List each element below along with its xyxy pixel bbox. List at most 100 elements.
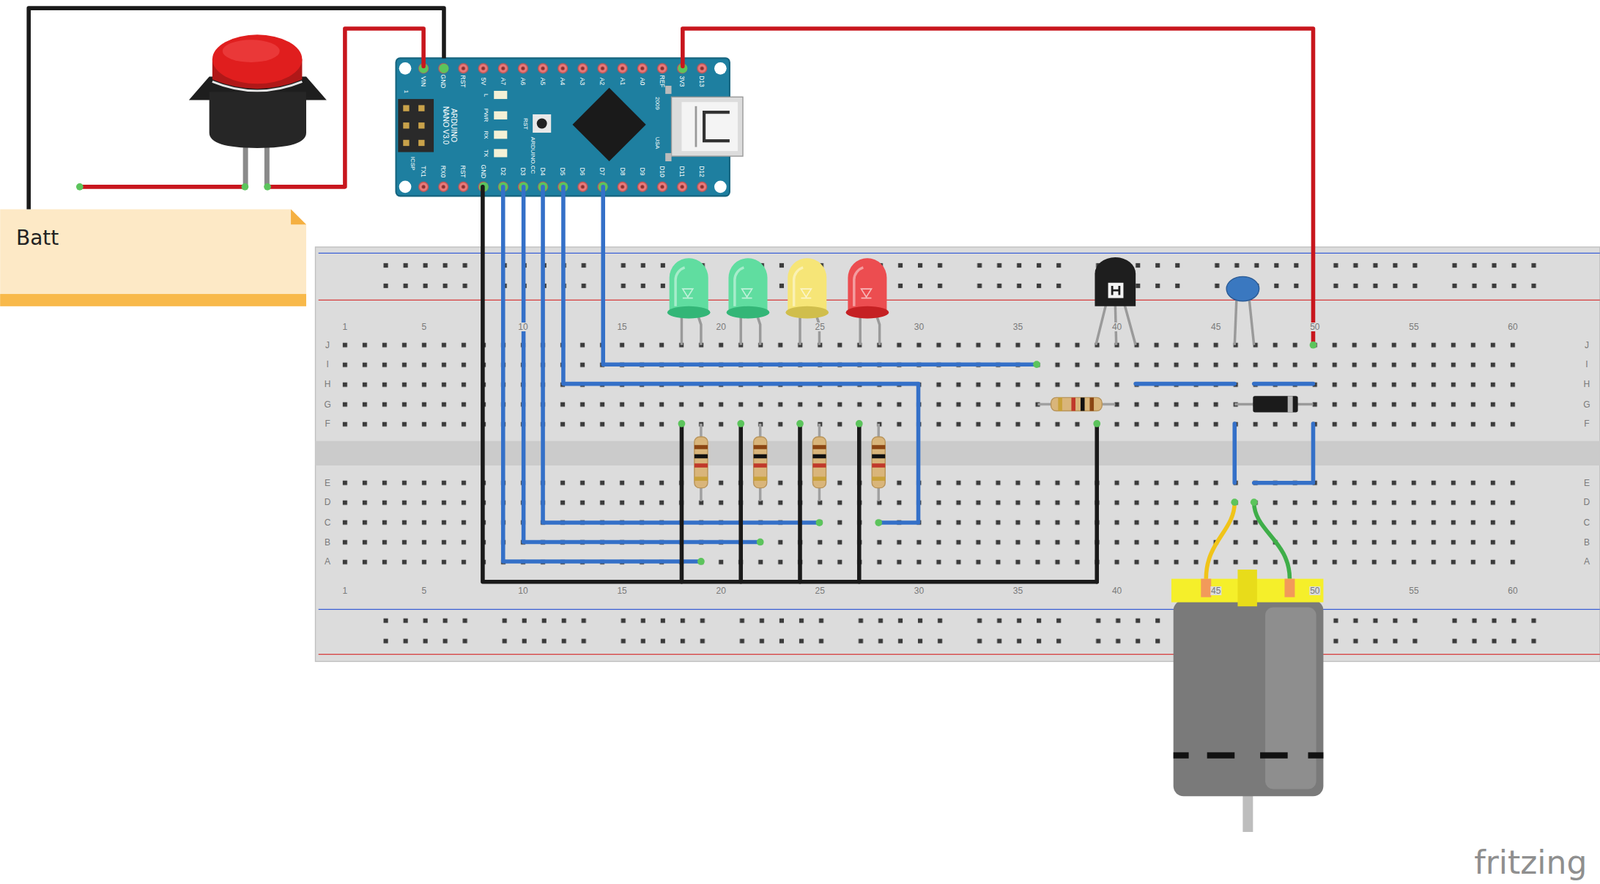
wire (1135, 381, 1235, 387)
dc-motor (1308, 751, 1324, 758)
battery-wire (28, 8, 444, 209)
board-label: RST (522, 117, 529, 130)
wire (267, 28, 424, 187)
pin-label: D6 (579, 167, 587, 176)
column-number: 30 (913, 586, 925, 595)
wire (738, 423, 743, 582)
resistor-symbol (871, 423, 885, 502)
transistor (1115, 304, 1116, 346)
push-button (222, 39, 280, 63)
wire-end (1093, 419, 1101, 428)
pin-label: D9 (639, 167, 647, 176)
transistor (1124, 304, 1136, 346)
column-number: 35 (1012, 586, 1024, 595)
board-label: PWR (482, 108, 489, 123)
arduino-board (399, 62, 412, 75)
wire-end (697, 557, 705, 565)
dc-motor (1265, 607, 1317, 790)
arduino-board (704, 112, 730, 141)
breadboard (318, 653, 1600, 655)
diode (1252, 395, 1298, 412)
dc-motor (1207, 751, 1236, 758)
column-number: 60 (1506, 586, 1518, 595)
transistor (1112, 285, 1120, 296)
row-letter: A (323, 556, 332, 566)
led (786, 257, 829, 345)
arduino-board (402, 104, 409, 111)
dc-motor (1260, 751, 1288, 758)
breadboard (334, 334, 1523, 434)
arduino-board (402, 122, 409, 129)
column-number: 40 (1111, 586, 1123, 595)
column-number: 40 (1111, 322, 1123, 332)
column-number: 45 (1210, 586, 1222, 595)
wire (1254, 381, 1314, 387)
arduino-board (714, 180, 727, 193)
column-number: 1 (341, 586, 348, 595)
resistor-symbol (812, 423, 826, 502)
column-number: 20 (715, 322, 727, 332)
board-label: 1 (402, 90, 409, 94)
arduino-board (665, 85, 672, 94)
wire (482, 186, 1097, 582)
board-label: ARDUINO.CC (529, 136, 536, 174)
transistor (1108, 282, 1124, 299)
arduino-board (572, 87, 646, 162)
column-number: 5 (421, 586, 428, 595)
row-letter: D (323, 497, 332, 507)
watermark: fritzing (1473, 846, 1587, 879)
arduino-board (493, 90, 507, 99)
wire (857, 423, 862, 582)
pin-label: RST (460, 75, 467, 88)
column-number: 25 (814, 322, 826, 332)
wire-end (76, 183, 1317, 565)
breadboard (315, 246, 1600, 661)
pin-label: D11 (679, 166, 686, 178)
capacitor (1226, 276, 1260, 301)
breadboard (315, 441, 1600, 466)
wire-end (736, 419, 745, 428)
column-number: 55 (1408, 586, 1420, 595)
pin-label: D5 (559, 167, 567, 176)
arduino-board (714, 62, 727, 75)
note-box: Batt (0, 209, 307, 307)
board-name: ARDUINO NANO V3.0 (441, 105, 458, 146)
wire (1232, 423, 1237, 483)
arduino-board (396, 57, 743, 197)
arduino-board (681, 101, 738, 151)
row-letter: B (1583, 537, 1591, 547)
pin-label: GND (479, 164, 487, 179)
board-label: 2009 (654, 96, 661, 110)
column-number: 15 (616, 586, 628, 595)
pin-label: D7 (599, 167, 606, 176)
pin-label: 3V3 (679, 76, 686, 88)
arduino-board (418, 122, 425, 129)
diode (1287, 395, 1294, 412)
wire-end (1250, 498, 1258, 506)
column-number: 15 (616, 322, 628, 332)
pin-label: 5V (479, 77, 487, 85)
wire-end (796, 419, 804, 428)
pin-label: A4 (559, 77, 567, 85)
arduino-nano: VINGNDRST5VA7A6A5A4A3A2A1A0REF3V3D13TX1R… (395, 57, 729, 196)
board-label: TX (482, 149, 489, 157)
capacitor (1249, 295, 1255, 346)
wire (79, 184, 246, 190)
wire (1254, 501, 1291, 579)
column-number: 50 (1309, 586, 1321, 595)
pin-label: TX1 (420, 165, 428, 178)
pin-label: D12 (698, 165, 706, 178)
row-letter: H (323, 379, 332, 389)
arduino-board (695, 106, 698, 148)
pin-label: A2 (599, 77, 606, 85)
wire (79, 28, 1314, 582)
column-number: 20 (715, 586, 727, 595)
pin-label: REF (659, 75, 666, 88)
transistor (1095, 304, 1107, 346)
arduino-board (493, 148, 507, 157)
pin-label: A0 (639, 77, 647, 85)
arduino-board (439, 63, 450, 74)
